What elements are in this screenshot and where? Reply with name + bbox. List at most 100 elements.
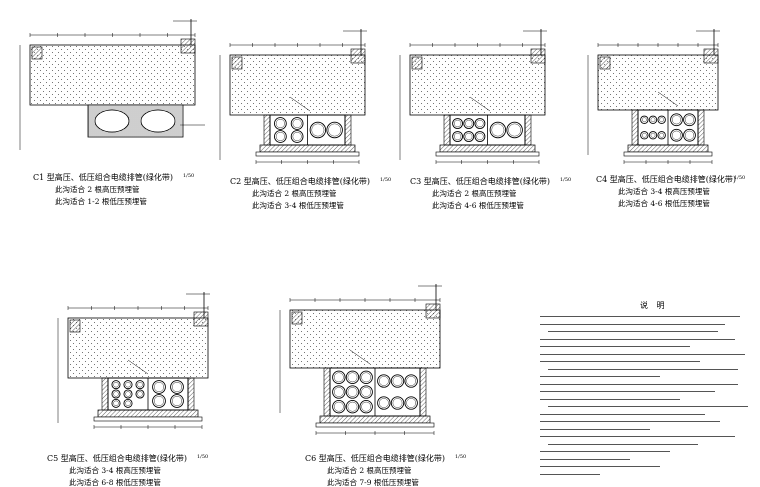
conduit-pipe-inner xyxy=(650,117,656,123)
duct-wall-left xyxy=(323,367,331,417)
section-scale: 1/50 xyxy=(380,177,392,183)
leader-line xyxy=(469,96,491,112)
conduit-pipe-inner xyxy=(125,400,131,407)
section-c2-drawing xyxy=(219,29,367,164)
conduit-pipe-inner xyxy=(685,130,695,140)
section-title: C6 型高压、低压组合电缆排管(绿化带) xyxy=(305,454,445,463)
conduit-pipe xyxy=(489,121,507,139)
duct-wall-left xyxy=(101,377,109,411)
cushion-layer xyxy=(93,416,203,422)
conduit-pipe xyxy=(152,394,166,408)
notes-text-line xyxy=(548,368,738,373)
conduit-pipe xyxy=(657,115,666,124)
conduit-pipe xyxy=(290,117,304,130)
backfill-soil xyxy=(229,54,366,116)
conduit-pipe-inner xyxy=(392,398,403,408)
section-note-line: 此沟适合 2 根高压预埋管 xyxy=(327,466,412,475)
conduit-pipe-inner xyxy=(275,118,285,128)
cushion-layer xyxy=(315,422,435,428)
section-c5-drawing xyxy=(57,292,210,429)
duct-wall-right xyxy=(344,114,352,146)
notes-text-line xyxy=(548,331,718,335)
notes-text-line xyxy=(540,316,740,320)
section-title: C2 型高压、低压组合电缆排管(绿化带) xyxy=(230,177,370,186)
notes-text-line xyxy=(540,383,738,388)
conduit-pipe-inner xyxy=(454,119,462,128)
conduit-pipe-inner xyxy=(334,401,344,412)
conduit-pipe-inner xyxy=(392,376,403,386)
section-note-line: 此沟适合 6-8 根低压预埋管 xyxy=(69,477,161,487)
duct-wall-right xyxy=(187,377,195,411)
section-scale: 1/50 xyxy=(197,454,209,460)
conduit-pipe xyxy=(648,115,658,124)
section-scale: 1/50 xyxy=(560,177,572,183)
section-note-line: 此沟适合 3-4 根低压预埋管 xyxy=(252,200,344,210)
backfill-soil xyxy=(67,317,209,379)
cushion-layer xyxy=(623,151,713,157)
leader-line xyxy=(127,359,149,375)
notes-text-line xyxy=(540,338,735,343)
curb-left xyxy=(31,46,43,60)
notes-text-line xyxy=(540,323,725,328)
curb-right xyxy=(180,38,196,54)
notes-text-line xyxy=(540,346,690,350)
conduit-pipe-inner xyxy=(125,381,131,388)
conduit-pipe-inner xyxy=(328,123,342,137)
leader-line xyxy=(289,96,311,112)
conduit-pipe-inner xyxy=(379,376,389,386)
conduit-pipe xyxy=(135,389,145,399)
duct-wall-right xyxy=(524,114,532,146)
conduit-pipe xyxy=(326,121,343,139)
duct-wall-right xyxy=(419,367,427,417)
conduit-pipe xyxy=(290,130,304,143)
conduit-pipe-inner xyxy=(641,132,647,138)
conduit-pipe-inner xyxy=(125,391,131,397)
section-scale: 1/50 xyxy=(183,173,195,179)
conduit-pipe xyxy=(359,385,373,399)
backfill-soil xyxy=(289,309,441,369)
section-note-line: 此沟适合 3-4 根高压预埋管 xyxy=(618,187,710,196)
notes-text-line xyxy=(540,473,600,478)
section-title: C4 型高压、低压组合电缆排管(绿化带) xyxy=(596,175,736,184)
notes-title: 说 明 xyxy=(640,301,668,310)
conduit-pipe xyxy=(123,380,133,390)
section-title: C1 型高压、低压组合电缆排管(绿化带) xyxy=(33,173,173,182)
conduit-pipe-inner xyxy=(361,387,371,397)
conduit-pipe-inner xyxy=(171,396,182,407)
base-slab xyxy=(319,415,431,424)
conduit-pipe-inner xyxy=(406,398,416,408)
conduit-pipe xyxy=(111,389,121,399)
conduit-pipe-inner xyxy=(465,132,473,141)
conduit-pipe xyxy=(657,131,666,140)
conduit-pipe xyxy=(683,128,696,142)
backfill-soil xyxy=(597,54,719,111)
conduit-pipe-inner xyxy=(476,119,484,128)
conduit-pipe xyxy=(332,385,346,399)
section-c4-drawing xyxy=(587,29,720,164)
section-note-line: 此沟适合 3-4 根高压预埋管 xyxy=(69,466,161,475)
conduit-pipe xyxy=(345,370,360,385)
conduit-pipe xyxy=(309,121,327,139)
conduit-pipe xyxy=(404,374,418,388)
cushion-layer xyxy=(435,151,540,157)
curb-right xyxy=(193,311,209,327)
section-c1-drawing xyxy=(19,19,205,150)
conduit-pipe-inner xyxy=(347,401,358,412)
conduit-pipe-inner xyxy=(361,372,371,383)
conduit-pipe-inner xyxy=(672,130,682,140)
duct-pipe xyxy=(140,109,176,133)
conduit-pipe xyxy=(359,370,373,385)
conduit-pipe xyxy=(390,374,405,388)
conduit-pipe xyxy=(345,399,360,414)
conduit-pipe xyxy=(152,380,166,394)
conduit-pipe xyxy=(683,113,696,127)
conduit-pipe xyxy=(640,115,649,124)
conduit-pipe-inner xyxy=(334,387,344,397)
backfill-soil xyxy=(29,44,196,106)
conduit-pipe xyxy=(506,121,523,139)
